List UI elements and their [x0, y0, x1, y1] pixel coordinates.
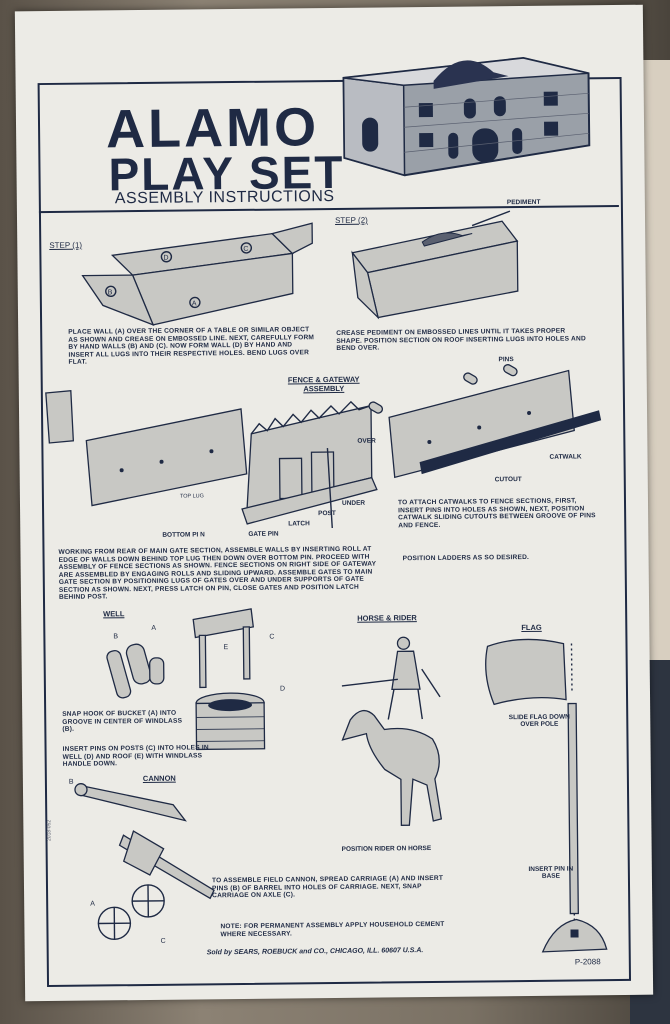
well-callout-c: C	[269, 634, 274, 641]
horse-rider-instructions: POSITION RIDER ON HORSE	[341, 845, 432, 853]
cannon-callout-b: B	[69, 779, 74, 786]
step2-diagram	[351, 210, 519, 320]
alamo-building-illustration	[342, 56, 591, 177]
cannon-callout-a: A	[90, 901, 95, 908]
step1-diagram: D C B A	[81, 222, 313, 327]
well-callout-d: D	[280, 686, 285, 693]
cannon-instructions: TO ASSEMBLE FIELD CANNON, SPREAD CARRIAG…	[211, 874, 444, 900]
well-instructions-2: INSERT PINS ON POSTS (C) INTO HOLES IN W…	[62, 744, 209, 769]
catwalk-diagram	[368, 364, 602, 479]
flag-instructions: SLIDE FLAG DOWN OVER POLE	[508, 713, 570, 729]
cutout-label: CUTOUT	[494, 476, 522, 484]
flag-heading: FLAG	[521, 622, 542, 633]
well-callout-e: E	[223, 644, 228, 651]
flag-pin-instructions: INSERT PIN IN BASE	[528, 865, 574, 881]
step1-instructions: PLACE WALL (A) OVER THE CORNER OF A TABL…	[68, 326, 315, 367]
footer-note: NOTE: FOR PERMANENT ASSEMBLY APPLY HOUSE…	[220, 920, 445, 938]
part-number: P-2088	[574, 957, 601, 967]
step2-instructions: CREASE PEDIMENT ON EMBOSSED LINES UNTIL …	[336, 327, 586, 353]
well-instructions-1: SNAP HOOK OF BUCKET (A) INTO GROOVE IN C…	[62, 709, 183, 734]
step1-callout-b: B	[108, 289, 113, 296]
well-callout-b: B	[113, 633, 118, 640]
step1-callout-a: A	[192, 300, 197, 307]
instruction-sheet: ALAMO PLAY SET ASSEMBLY INSTRUCTIONS STE…	[14, 4, 654, 1002]
catwalk-label: CATWALK	[549, 453, 582, 461]
label-latch: LATCH	[288, 520, 310, 528]
ladders-instructions: POSITION LADDERS AS SO DESIRED.	[402, 553, 530, 563]
step1-callout-d: D	[163, 255, 168, 262]
pediment-label: PEDIMENT	[506, 198, 541, 207]
step1-callout-c: C	[243, 246, 248, 253]
subtitle: ASSEMBLY INSTRUCTIONS	[114, 187, 335, 208]
label-post: POST	[318, 509, 336, 518]
well-diagram: B A E C D	[106, 608, 285, 751]
catwalk-instructions: TO ATTACH CATWALKS TO FENCE SECTIONS, FI…	[397, 497, 596, 530]
fence-gateway-diagram	[45, 390, 378, 529]
label-gate-pin: GATE PIN	[248, 530, 279, 538]
fence-instructions: WORKING FROM REAR OF MAIN GATE SECTION, …	[58, 545, 377, 602]
label-under: UNDER	[341, 499, 366, 507]
horse-rider-diagram	[341, 636, 443, 826]
flag-diagram	[485, 638, 608, 953]
cannon-callout-c: C	[161, 938, 166, 945]
well-callout-a: A	[151, 625, 156, 632]
label-top-lug: TOP LUG	[179, 493, 204, 500]
cannon-diagram: B A C	[69, 779, 215, 945]
side-code: 2018-052	[46, 819, 53, 842]
horse-rider-heading: HORSE & RIDER	[357, 613, 417, 623]
label-bottom-pin: BOTTOM PI N	[162, 531, 205, 539]
